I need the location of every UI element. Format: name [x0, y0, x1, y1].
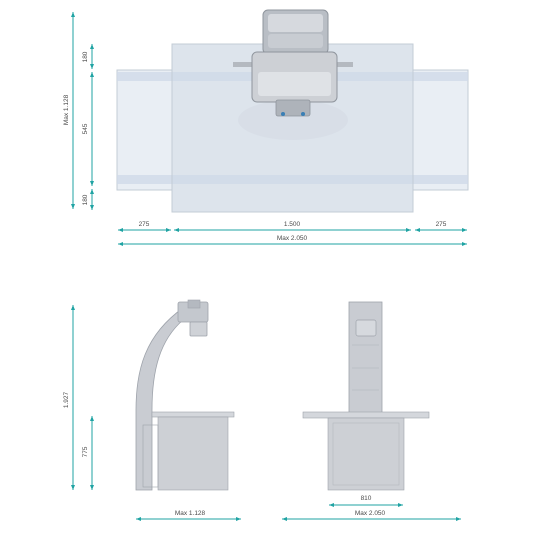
- front-column: [348, 301, 383, 415]
- dim-label-top: 180: [82, 51, 89, 62]
- side-view: 1.927 775 Max 1.128: [63, 299, 241, 521]
- dim-label-right: 275: [436, 221, 447, 228]
- dim-label-total-height: Max 1.128: [63, 94, 70, 125]
- dim-label-middle: 545: [82, 123, 89, 134]
- front-table-top: [302, 411, 430, 419]
- xray-unit-top: [233, 9, 353, 117]
- dim-label-total-width: Max 2.050: [277, 235, 308, 242]
- top-view: Max 1.128 180 545 180 275 1.500 275 Max …: [63, 9, 469, 246]
- dim-label-table-height: 775: [82, 446, 89, 457]
- dim-label-left: 275: [139, 221, 150, 228]
- dim-label-side-height: 1.927: [63, 391, 70, 408]
- dim-label-bottom: 180: [82, 194, 89, 205]
- front-table-base: [327, 417, 405, 491]
- dim-label-center: 1.500: [284, 221, 301, 228]
- glass-band-bottom: [117, 175, 468, 184]
- dim-label-front-width: Max 2.050: [355, 510, 386, 517]
- dim-label-base-width: 810: [361, 495, 372, 502]
- front-tube-head: [355, 319, 377, 337]
- side-table-top: [151, 411, 235, 418]
- side-table-body: [157, 416, 229, 491]
- side-collimator: [189, 321, 208, 337]
- dim-label-side-width: Max 1.128: [175, 510, 206, 517]
- front-view: 810 Max 2.050: [282, 301, 461, 521]
